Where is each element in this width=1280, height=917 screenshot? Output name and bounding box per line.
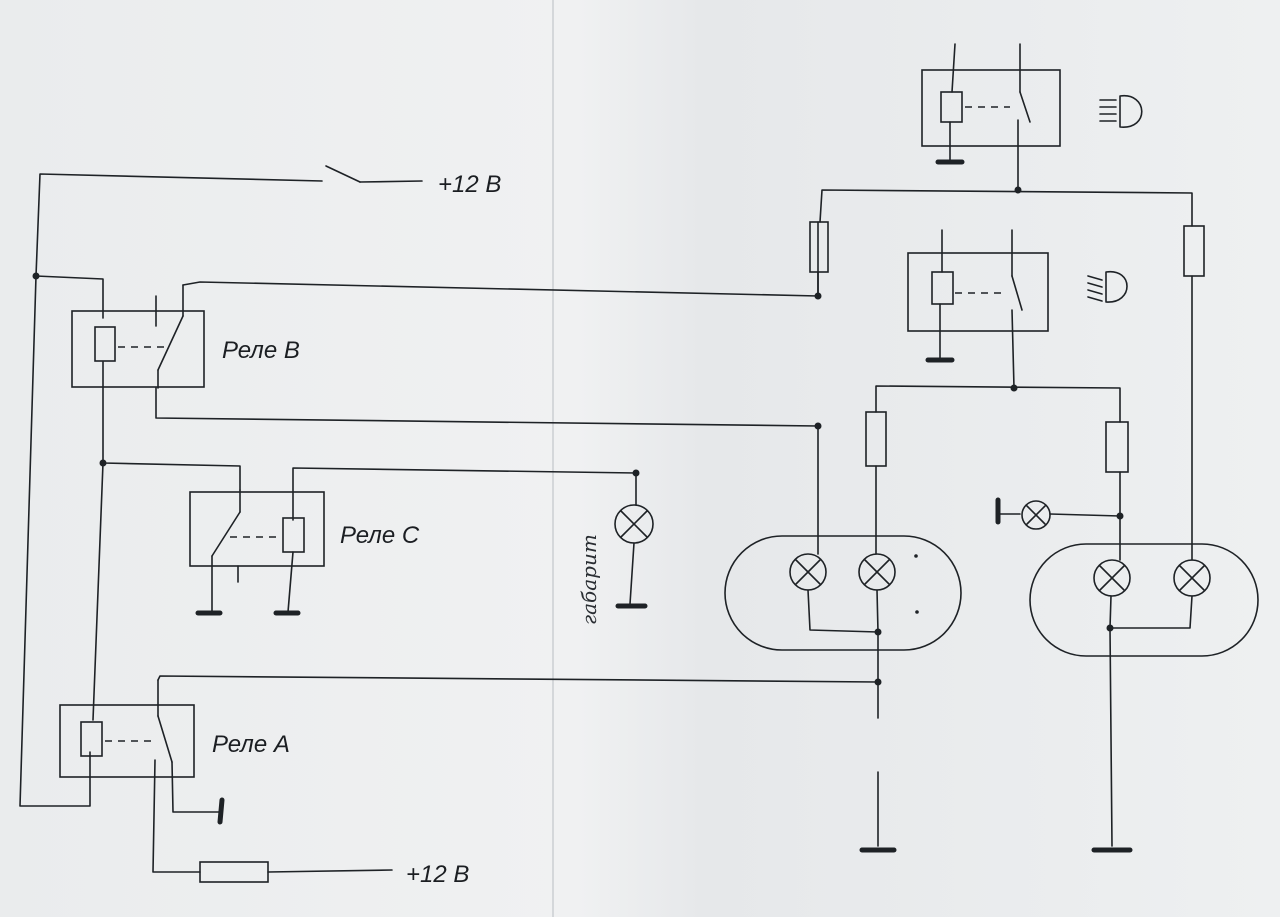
supply-top-label: +12 В [438, 171, 501, 198]
relay-b [71, 284, 205, 389]
relay-a-coil-feed [92, 462, 104, 721]
lowbeam-relay [907, 229, 1049, 389]
left-feed-wire [19, 275, 91, 807]
junction-dot [1014, 186, 1022, 194]
headlight-high-icon [1099, 95, 1143, 128]
right-headlamp [1029, 275, 1259, 657]
highbeam-relay [921, 43, 1061, 191]
lamp-icon [1093, 559, 1131, 597]
fuse-icon [1105, 421, 1129, 473]
lowbeam-relay-coil [931, 271, 954, 305]
marker-lamp [614, 472, 654, 609]
marker-lamp-label: габарит [577, 534, 601, 625]
headlight-low-icon [1087, 271, 1128, 303]
relay-b-coil [94, 326, 116, 362]
relay-b-to-highbeam-wire [182, 281, 819, 297]
highbeam-bus-wire [819, 189, 1193, 227]
fuse-icon [809, 221, 829, 273]
relay-b-switch-icon [157, 315, 184, 371]
supply-bottom-wire [267, 869, 393, 873]
lamp-icon [789, 553, 827, 591]
relay-b-label: Реле B [222, 337, 300, 364]
coil-feed-wire [102, 361, 241, 491]
relay-a-switch-icon [157, 715, 173, 763]
lamp-icon [858, 553, 896, 591]
highbeam-switch-icon [1019, 91, 1031, 123]
relay-c-coil [282, 517, 305, 553]
fuse-icon [199, 861, 269, 883]
relay-a-coil [80, 721, 103, 757]
lowbeam-switch-icon [1011, 275, 1023, 311]
highbeam-relay-coil [940, 91, 963, 123]
marker-feed-wire [292, 467, 637, 521]
lowbeam-bus-wire [875, 385, 1121, 423]
fuse-icon [1183, 225, 1205, 277]
indicator-lamp [995, 497, 1124, 530]
relay-c-label: Реле C [340, 522, 420, 549]
relay-a [59, 675, 879, 873]
supply-bottom-label: +12 В [406, 861, 469, 888]
main-switch [35, 165, 423, 277]
relay-c-switch-icon [211, 511, 241, 557]
left-headlamp [724, 425, 962, 651]
junction-dot [32, 272, 40, 280]
relay-a-label: Реле A [212, 731, 290, 758]
fuse-icon [865, 411, 887, 467]
lamp-icon [1173, 559, 1211, 597]
relay-b-to-lowbeam-wire [155, 387, 819, 427]
relay-c [189, 489, 325, 616]
junction-dot [1010, 384, 1018, 392]
ground-icon [217, 797, 225, 825]
right-ground-wire [1109, 627, 1113, 847]
relay-b-coil-feed [35, 275, 104, 319]
